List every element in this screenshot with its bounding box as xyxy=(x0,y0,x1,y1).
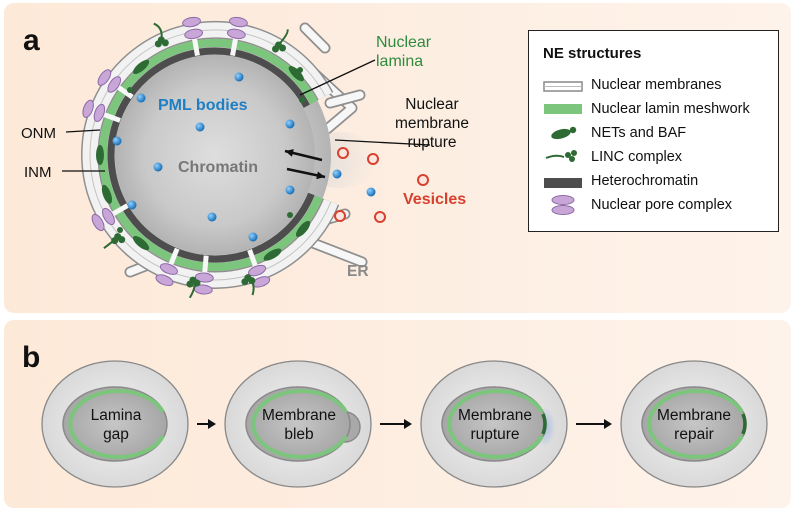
panel-a-letter: a xyxy=(23,24,40,57)
repair-patch xyxy=(741,413,747,435)
vesicle-4 xyxy=(374,211,386,223)
leader-line-1 xyxy=(334,139,431,146)
baf-dot-0 xyxy=(297,67,303,73)
lamina-ring xyxy=(68,389,165,459)
linc-complex-1 xyxy=(272,29,289,53)
inward-arrow xyxy=(284,149,323,162)
legend-nuclear-pore: Nuclear pore complex xyxy=(591,197,733,213)
linc-complex-0 xyxy=(153,22,169,48)
legend-nuclear-membranes: Nuclear membranes xyxy=(591,77,722,93)
pore-channel-6 xyxy=(200,255,209,288)
nucleus xyxy=(62,386,168,462)
nuclear-pore-complex-1 xyxy=(226,16,248,40)
nuclear-pore-complex-0 xyxy=(182,16,204,40)
vesicle-1 xyxy=(367,153,379,165)
lamina-ring xyxy=(251,389,348,459)
membrane-swatch xyxy=(543,81,583,92)
net-protein-6 xyxy=(295,220,311,238)
pml-body-6 xyxy=(285,185,295,195)
cell-membrane-repair xyxy=(620,360,768,488)
leader-line-0 xyxy=(299,59,376,96)
nuclear-pore-complex-6 xyxy=(193,272,214,295)
pml-body-3 xyxy=(195,122,205,132)
baf-dot-4 xyxy=(287,212,293,218)
cell-lamina-gap xyxy=(41,360,189,488)
net-protein-1 xyxy=(288,66,304,82)
vesicle-3 xyxy=(334,210,346,222)
leader-line-2 xyxy=(65,129,101,133)
onm-label: ONM xyxy=(21,125,56,142)
pml-body-4 xyxy=(112,136,122,146)
linc-complex-3 xyxy=(186,276,201,299)
pml-body-0 xyxy=(234,72,244,82)
pml-body-escaped-1 xyxy=(366,187,376,197)
pml-body-2 xyxy=(285,119,295,129)
lamina-ring xyxy=(647,389,744,459)
net-protein-3 xyxy=(96,145,104,165)
net-protein-5 xyxy=(263,248,282,261)
cell-membrane-bleb xyxy=(224,360,372,488)
pml-body-7 xyxy=(127,200,137,210)
rupture-label: Nuclear membrane rupture xyxy=(394,96,470,151)
nucleus xyxy=(245,386,351,462)
nuclear-lamina-label: Nuclear lamina xyxy=(376,34,432,70)
nuclear-pore-complex-2 xyxy=(82,99,106,123)
sequence-arrow-1 xyxy=(197,419,216,429)
net-protein-4 xyxy=(132,235,150,251)
pml-body-1 xyxy=(136,93,146,103)
baf-dot-3 xyxy=(117,227,123,233)
nuclear-pore-complex-7 xyxy=(247,264,271,288)
pml-body-5 xyxy=(153,162,163,172)
heterochromatin-swatch xyxy=(544,178,582,188)
lamina-ring xyxy=(447,389,544,459)
outward-arrow xyxy=(286,167,326,180)
legend-icons xyxy=(543,81,583,215)
linc-complex-4 xyxy=(241,274,256,296)
linc-complex-icon xyxy=(545,150,577,162)
legend-heterochromatin: Heterochromatin xyxy=(591,173,699,189)
nuclear-pore-complex-4 xyxy=(91,207,115,232)
sequence-arrow-2 xyxy=(380,419,412,429)
chromatin-label: Chromatin xyxy=(178,159,258,176)
rupture-sequence-diagram xyxy=(41,360,768,488)
vesicle-0 xyxy=(337,147,349,159)
nucleus-diagram xyxy=(62,16,431,299)
legend-nets-baf: NETs and BAF xyxy=(591,125,687,141)
pml-body-8 xyxy=(207,212,217,222)
baf-dot-1 xyxy=(127,87,133,93)
er-label: ER xyxy=(347,263,369,280)
net-protein-0 xyxy=(132,59,150,75)
net-protein-2 xyxy=(101,184,113,204)
er-tube-tip-lumen xyxy=(301,24,329,52)
legend-title: NE structures xyxy=(543,45,642,62)
vesicles-label: Vesicles xyxy=(403,191,467,208)
panel-b-letter: b xyxy=(22,341,41,374)
chromatin-core xyxy=(115,55,315,255)
legend-nuclear-lamin: Nuclear lamin meshwork xyxy=(591,101,750,117)
nuclear-pore-complex-5 xyxy=(155,263,178,287)
pml-bodies-label: PML bodies xyxy=(158,97,248,114)
nuclear-pore-complex-3 xyxy=(97,69,122,93)
nuclear-pore-icon xyxy=(551,195,575,215)
vesicle-2 xyxy=(417,174,429,186)
sequence-arrow-3 xyxy=(576,419,612,429)
er-tube-branch-lumen xyxy=(326,91,364,107)
inm-label: INM xyxy=(24,164,52,181)
lamin-swatch xyxy=(544,104,582,114)
nets-baf-icon xyxy=(551,126,577,140)
legend-linc-complex: LINC complex xyxy=(591,149,683,165)
pml-body-escaped-0 xyxy=(332,169,342,179)
cell-membrane-rupture xyxy=(420,360,568,488)
repair-patch xyxy=(541,413,547,435)
baf-dot-2 xyxy=(299,97,305,103)
linc-complex-2 xyxy=(103,233,126,250)
pml-body-9 xyxy=(248,232,258,242)
